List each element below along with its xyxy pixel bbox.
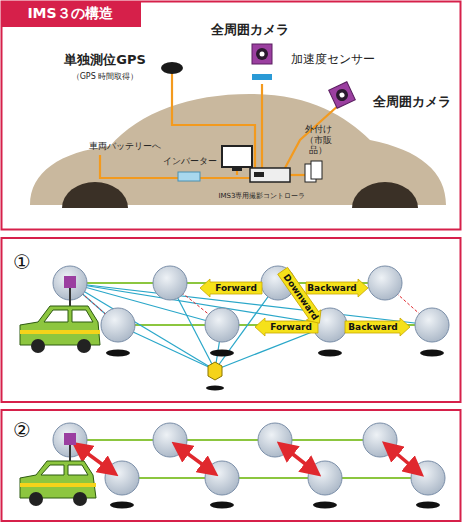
part-label: 車両バッテリーへ [89,141,161,151]
part-label: 単独測位GPS [64,53,146,68]
part-label: 全周囲カメラ [211,23,289,38]
part-label: インバーター [163,156,217,166]
arrow-label: Backward [307,283,357,293]
panel-title: IMS３の構造 [0,0,140,26]
part-label: 外付け （市販品） [296,124,340,155]
part-label: 全周囲カメラ [373,95,451,110]
arrow-label: Forward [215,283,257,293]
callout-number: ② [13,419,31,442]
part-note: （GPS 時間取得） [72,72,139,81]
part-label: 加速度センサー [291,53,375,67]
part-label: IMS3専用撮影コントローラ [218,192,305,200]
arrow-label: Backward [348,322,398,332]
callout-number: ① [13,251,31,274]
arrow-label: Forward [270,322,312,332]
